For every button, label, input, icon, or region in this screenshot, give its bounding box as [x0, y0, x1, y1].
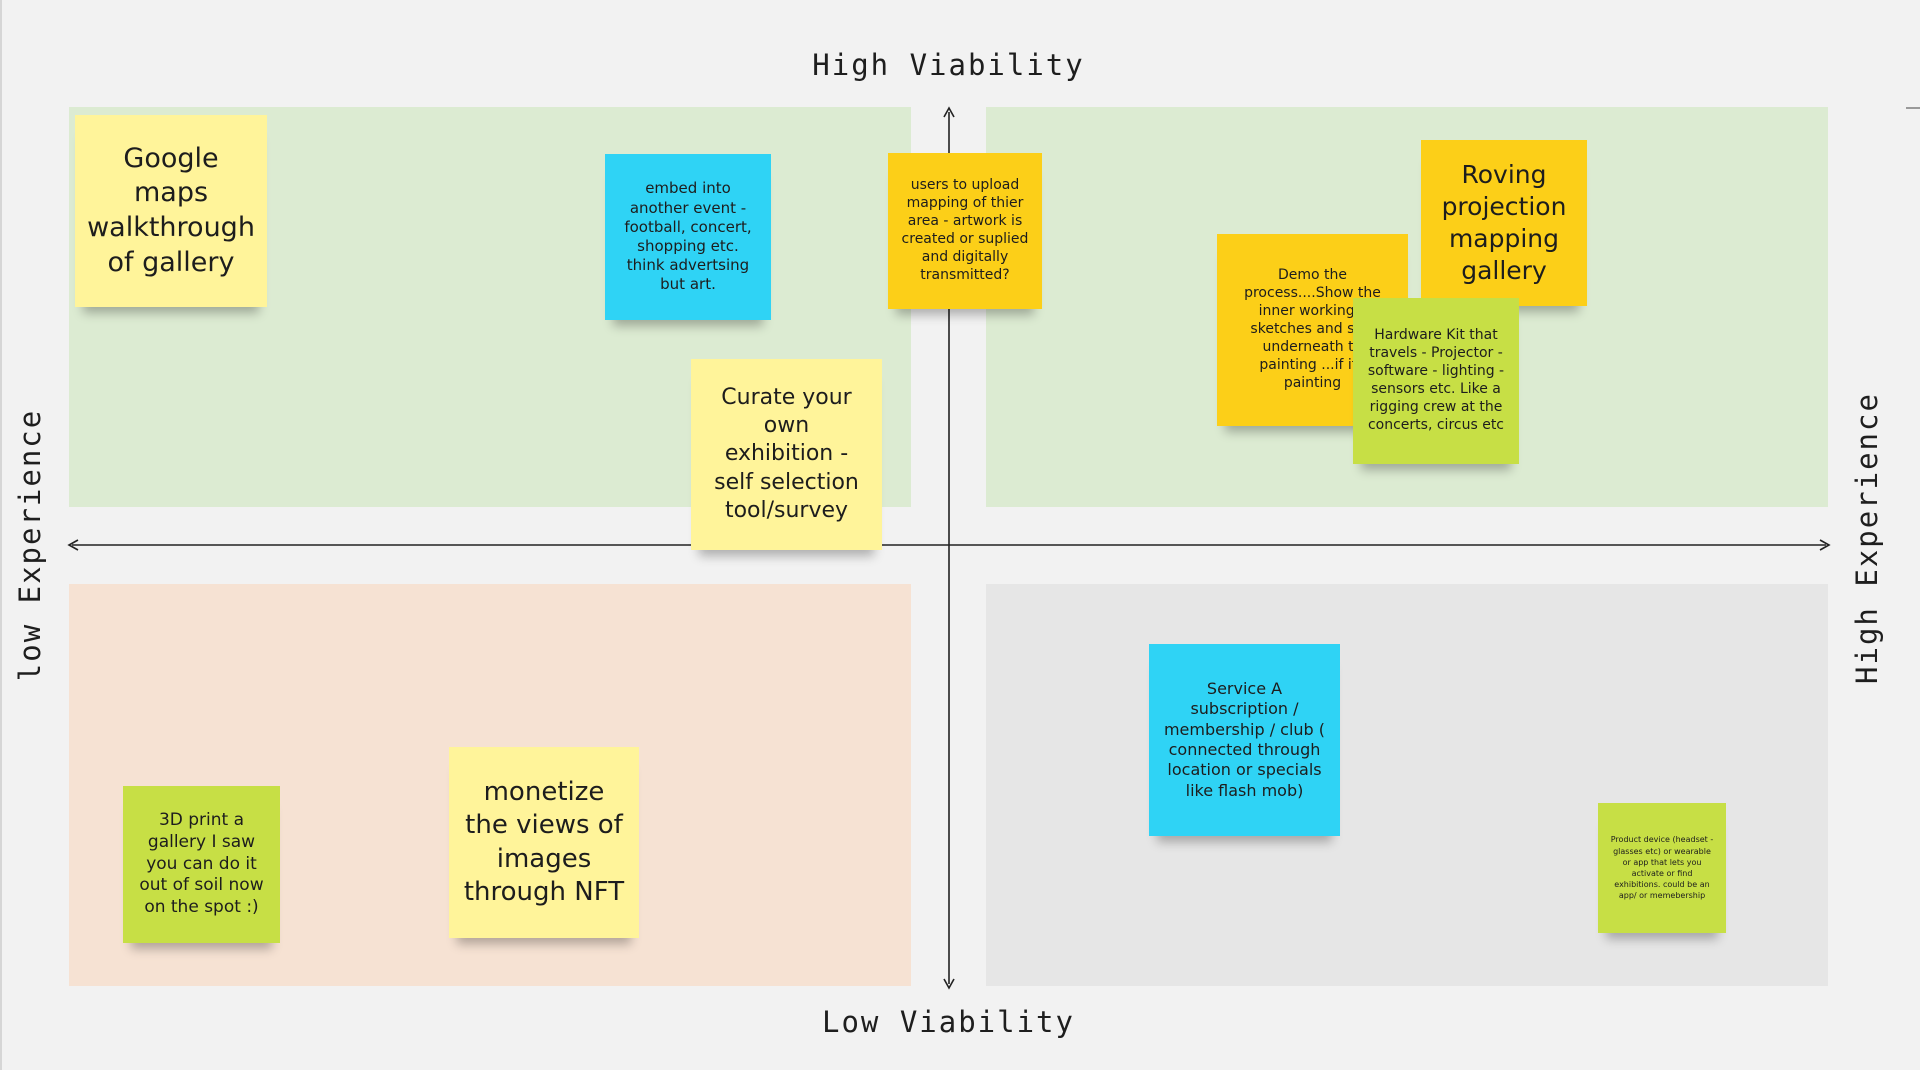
sticky-note-curate-exhibition[interactable]: Curate your own exhibition - self select… — [691, 359, 882, 550]
arrow-right-icon — [1819, 539, 1831, 551]
arrow-down-icon — [943, 978, 955, 990]
axis-label-low-experience: low Experience — [13, 408, 47, 682]
right-edge-tick — [1906, 107, 1920, 109]
sticky-note-text: Hardware Kit that travels - Projector - … — [1367, 327, 1505, 433]
sticky-note-text: Service A subscription / membership / cl… — [1163, 678, 1326, 800]
sticky-note-text: monetize the views of images through NFT — [463, 776, 625, 907]
sticky-note-service[interactable]: Service A subscription / membership / cl… — [1149, 644, 1340, 836]
axis-label-low-viability: Low Viability — [822, 1005, 1075, 1039]
axis-label-high-viability: High Viability — [812, 48, 1085, 82]
sticky-note-text: 3D print a gallery I saw you can do it o… — [139, 810, 264, 918]
sticky-note-users-upload[interactable]: users to upload mapping of thier area - … — [888, 153, 1042, 309]
sticky-note-google-maps[interactable]: Google maps walkthrough of gallery — [75, 115, 267, 307]
sticky-note-embed-event[interactable]: embed into another event - football, con… — [605, 154, 771, 320]
axis-label-high-experience: High Experience — [1850, 392, 1884, 684]
sticky-note-hardware-kit[interactable]: Hardware Kit that travels - Projector - … — [1353, 298, 1519, 464]
sticky-note-roving-gallery[interactable]: Roving projection mapping gallery — [1421, 140, 1587, 306]
sticky-note-text: users to upload mapping of thier area - … — [901, 177, 1029, 283]
sticky-note-3d-print[interactable]: 3D print a gallery I saw you can do it o… — [123, 786, 280, 943]
sticky-note-text: Demo the process....Show the inner worki… — [1244, 267, 1381, 391]
sticky-note-text: Google maps walkthrough of gallery — [87, 142, 255, 278]
sticky-note-monetize-nft[interactable]: monetize the views of images through NFT — [449, 747, 639, 938]
arrow-up-icon — [943, 106, 955, 118]
sticky-note-text: embed into another event - football, con… — [624, 179, 752, 294]
left-edge-divider — [0, 0, 2, 1070]
arrow-left-icon — [67, 539, 79, 551]
sticky-note-product[interactable]: Product device (headset - glasses etc) o… — [1598, 803, 1726, 933]
sticky-note-text: Roving projection mapping gallery — [1441, 160, 1567, 285]
sticky-note-text: Product device (headset - glasses etc) o… — [1610, 835, 1714, 901]
sticky-note-text: Curate your own exhibition - self select… — [714, 385, 859, 523]
